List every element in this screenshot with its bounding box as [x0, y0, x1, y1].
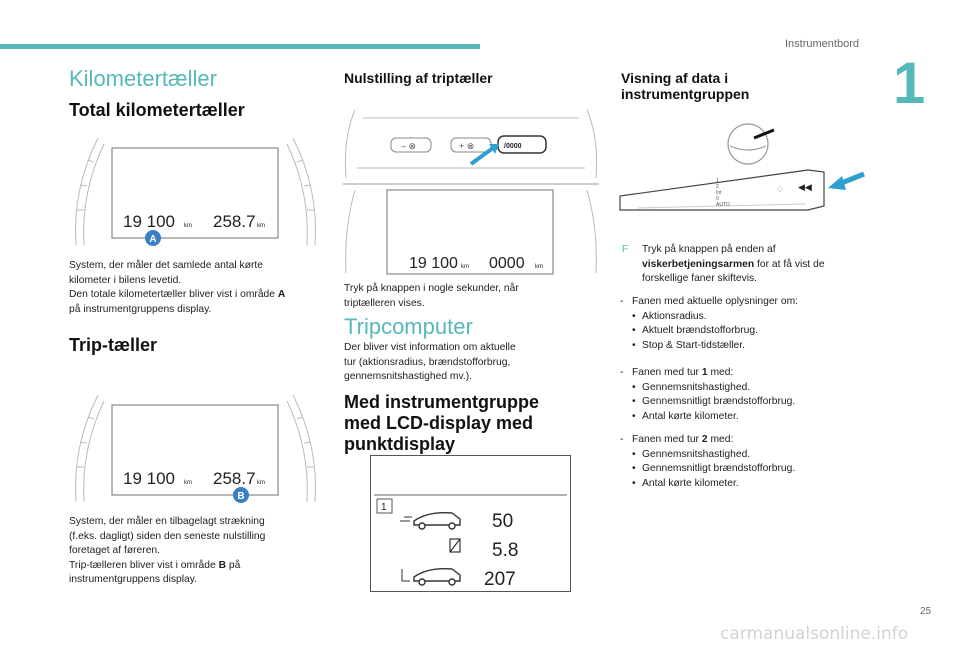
stalk-label-int: Int	[716, 190, 722, 196]
trip-computer-heading: Tripcomputer	[344, 314, 473, 339]
lcd-consumption-value: 5.8	[492, 540, 518, 561]
trip-meter-heading: Trip-tæller	[69, 335, 158, 355]
lcd-cluster-heading: Med instrumentgruppe med LCD-display med…	[344, 392, 540, 454]
tab-group-trip-2: - Fanen med tur 2 med: Gennemsnitshastig…	[620, 433, 870, 491]
trip-computer-text: Der bliver vist information om aktuelle …	[344, 342, 516, 382]
trip-display-value: 258.7	[213, 212, 256, 231]
wiper-stalk-illustration: 2 1 Int 0 AUTO ♢ ◀◀	[619, 123, 865, 211]
marker-b-label: B	[237, 491, 244, 502]
stalk-label-0: 0	[716, 196, 719, 202]
trip-display-unit: km	[257, 223, 265, 229]
marker-a-icon	[145, 230, 161, 246]
list-item: Gennemsnitshastighed.	[620, 381, 870, 396]
instruction-step: F Tryk på knappen på enden af viskerbetj…	[622, 244, 825, 284]
watermark: carmanualsonline.info	[720, 624, 909, 644]
reset-trip-text: Tryk på knappen i nogle sekunder, når tr…	[344, 283, 519, 309]
header-accent-bar	[0, 44, 480, 49]
car-range-icon	[400, 511, 461, 530]
chapter-number: 1	[893, 51, 926, 116]
stalk-label-auto: AUTO	[716, 202, 730, 208]
reset-odometer-unit: km	[461, 264, 469, 270]
trip-meter-unit: km	[257, 480, 265, 486]
svg-text:♢: ♢	[776, 184, 784, 194]
stalk-label-1: 1	[716, 178, 719, 184]
list-item: Stop & Start-tidstæller.	[620, 339, 870, 354]
svg-text:+ ⊗: + ⊗	[459, 141, 474, 151]
reset-trip-value: 0000	[489, 255, 525, 272]
trip-meter-text: System, der måler en tilbagelagt strækni…	[69, 516, 266, 585]
page-title: Kilometertæller	[69, 66, 217, 91]
car-distance-icon	[401, 567, 461, 586]
total-odometer-text: System, der måler det samlede antal kørt…	[69, 260, 286, 315]
svg-text:– ⊗: – ⊗	[401, 141, 416, 151]
odometer-unit: km	[184, 480, 192, 486]
list-item: Aktionsradius.	[620, 310, 870, 325]
odometer-value: 19 100	[123, 469, 175, 488]
trip-meter-illustration: 19 100 km 258.7 km B	[75, 394, 316, 503]
trip-meter-value: 258.7	[213, 469, 256, 488]
trip-reset-button-label: /0000	[504, 143, 522, 150]
total-odometer-illustration: 19 100 km 258.7 km A	[75, 137, 316, 246]
data-display-heading: Visning af data i instrumentgruppen	[621, 70, 750, 102]
fuel-consumption-icon	[449, 538, 461, 553]
tab-group-current: - Fanen med aktuelle oplysninger om: Akt…	[620, 295, 870, 353]
steering-wheel-icon	[727, 123, 769, 165]
tab-group-trip-1: - Fanen med tur 1 med: Gennemsnitshastig…	[620, 366, 870, 424]
list-item: Gennemsnitligt brændstofforbrug.	[620, 462, 870, 477]
lcd-display-illustration: 1 50 5.8 207	[370, 455, 571, 592]
list-item: Gennemsnitligt brændstofforbrug.	[620, 395, 870, 410]
page-number: 25	[920, 606, 932, 617]
reset-trip-unit: km	[535, 264, 543, 270]
lcd-range-value: 50	[492, 511, 513, 532]
total-odometer-unit: km	[184, 223, 192, 229]
marker-a-label: A	[149, 234, 156, 245]
marker-b-icon	[233, 487, 249, 503]
section-label: Instrumentbord	[785, 38, 859, 50]
press-arrow-icon	[469, 146, 495, 166]
reset-trip-heading: Nulstilling af triptæller	[344, 70, 493, 86]
list-item: Antal kørte kilometer.	[620, 477, 870, 492]
lcd-distance-value: 207	[484, 569, 516, 590]
total-odometer-heading: Total kilometertæller	[69, 100, 245, 120]
step-arrow-icon: F	[622, 244, 629, 255]
list-item: Antal kørte kilometer.	[620, 410, 870, 425]
stalk-end-button-icon: ◀◀	[798, 182, 812, 192]
lcd-page-number: 1	[381, 502, 387, 513]
total-odometer-value: 19 100	[123, 212, 175, 231]
stalk-label-2: 2	[716, 184, 719, 190]
reset-trip-illustration: – ⊗ + ⊗ /0000 19 100 km 0000 km	[343, 109, 599, 275]
list-item: Aktuelt brændstofforbrug.	[620, 324, 870, 339]
reset-odometer-value: 19 100	[409, 255, 458, 272]
list-item: Gennemsnitshastighed.	[620, 448, 870, 463]
